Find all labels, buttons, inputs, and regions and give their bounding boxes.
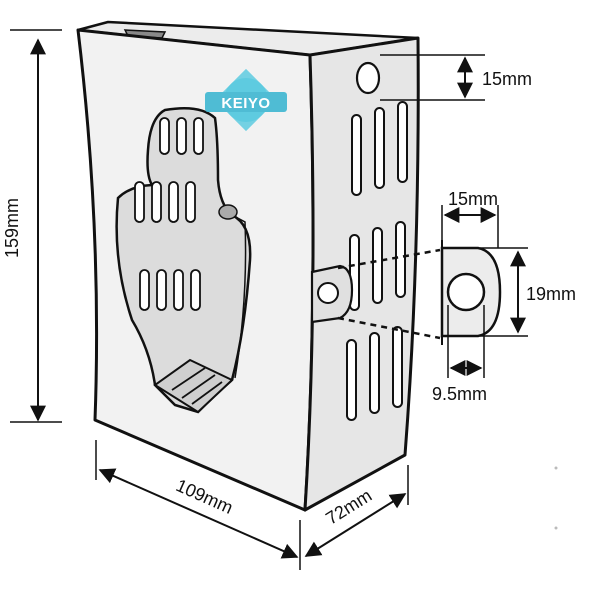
cavity-shelf [153, 358, 234, 414]
logo-band [205, 92, 287, 112]
dim-label-tabh: 19mm [526, 284, 576, 304]
side-top-hole [355, 61, 381, 95]
cavity-hole [218, 204, 238, 220]
side-tab-hole [317, 282, 339, 304]
edge-dot-1 [554, 466, 558, 470]
dim-label-offset: 15mm [482, 69, 532, 89]
side-slots [346, 101, 408, 421]
dim-label-tabw: 15mm [448, 189, 498, 209]
edge-dot-2 [554, 526, 558, 530]
logo-text: KEIYO [221, 95, 270, 112]
detail-tab-hole [446, 272, 486, 312]
keiyo-logo: KEIYO [205, 68, 287, 132]
dim-label-height: 159mm [2, 198, 22, 258]
dim-label-width: 109mm [173, 475, 236, 518]
box-side-face [303, 36, 420, 512]
cavity-inner-wall [231, 214, 247, 379]
cavity-slots [134, 117, 223, 405]
dim-label-hole: 9.5mm [432, 384, 487, 404]
dim-line-width [98, 468, 299, 559]
dim-line-depth [304, 493, 407, 557]
